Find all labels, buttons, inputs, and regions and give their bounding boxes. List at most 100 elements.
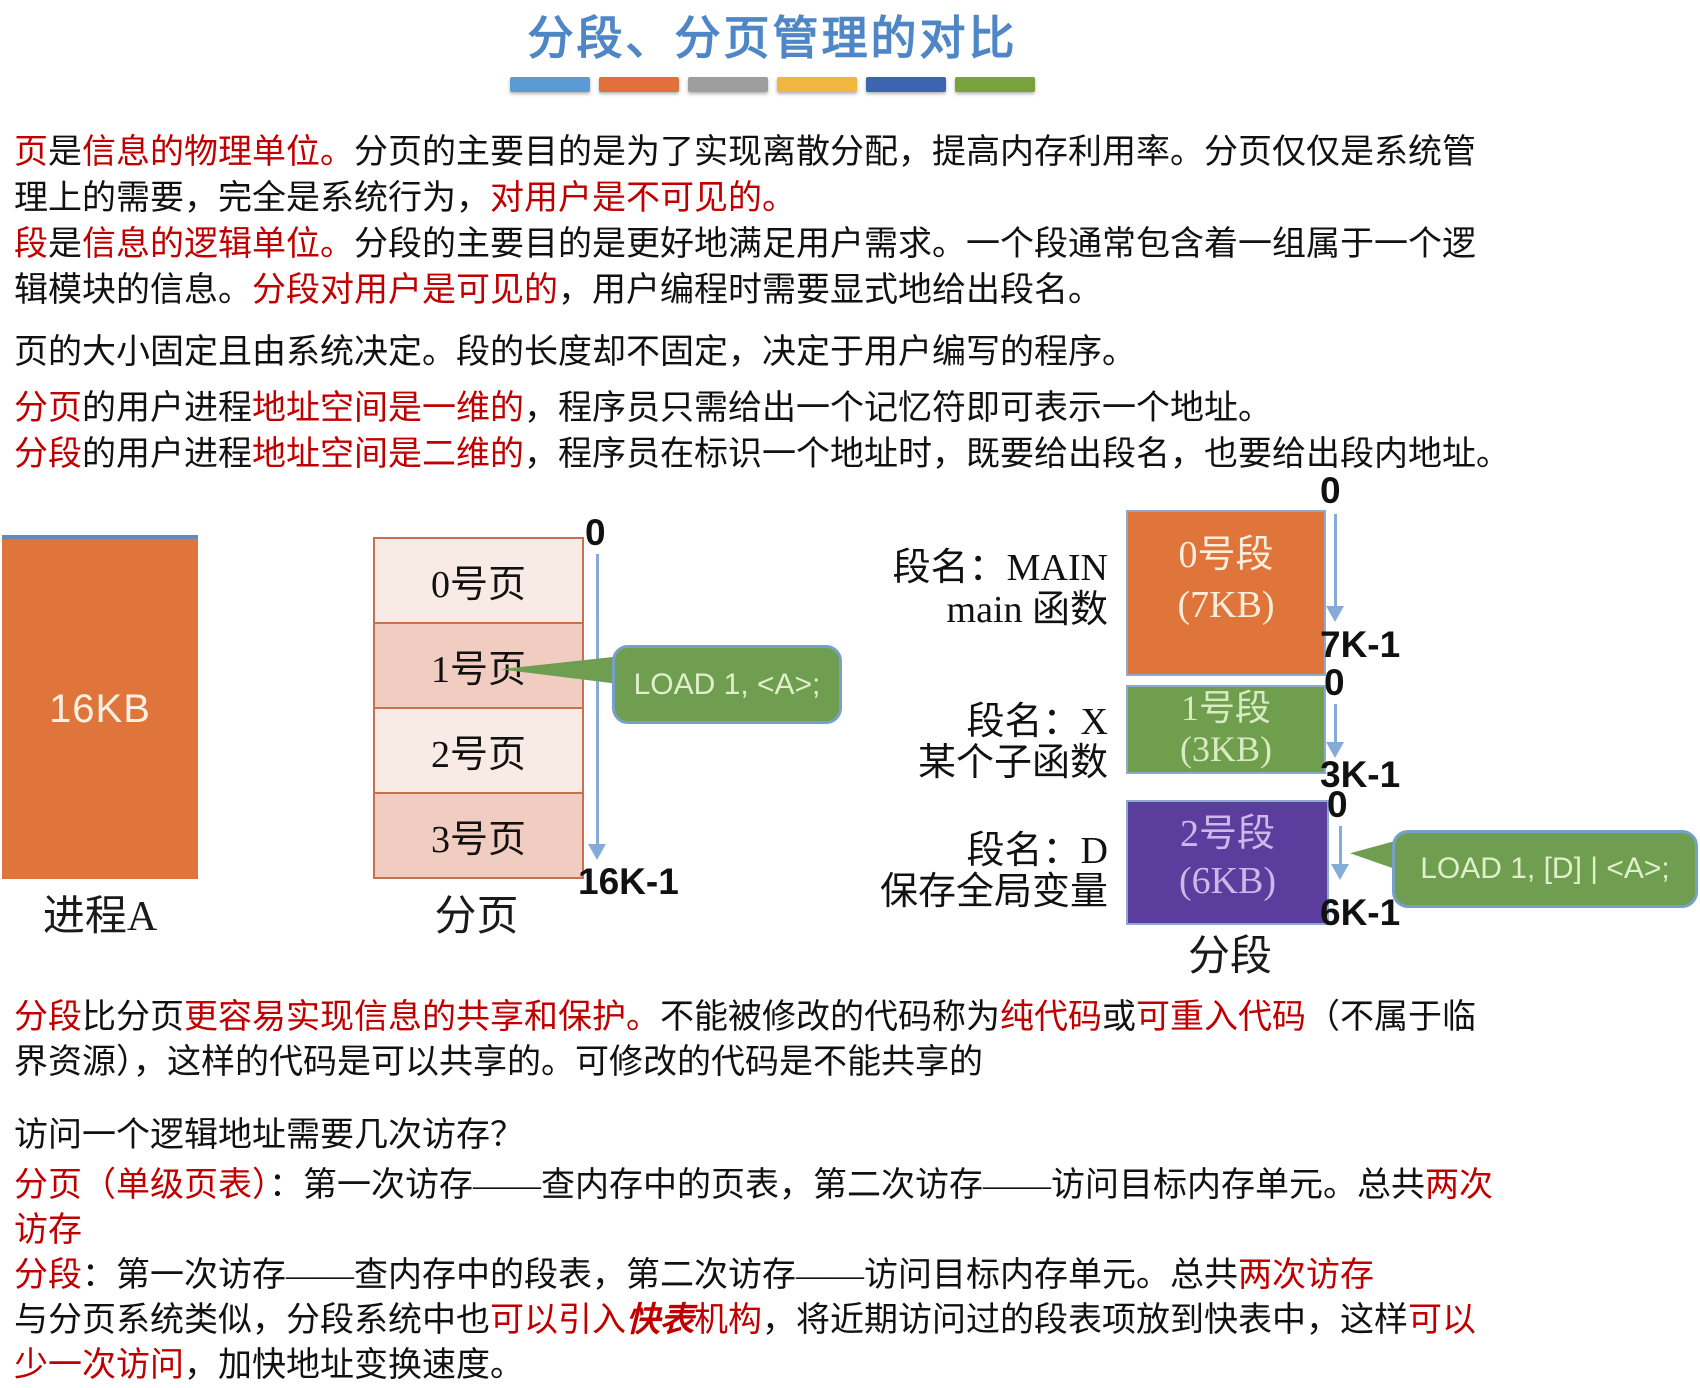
title-decoration-bars <box>0 77 1545 92</box>
text-segment: 两次 <box>1425 1167 1493 1204</box>
text-line: 少一次访问，加快地址变换速度。 <box>14 1343 1694 1388</box>
text-segment: 两次访存 <box>1238 1257 1374 1294</box>
paging-axis-arrow-icon <box>588 844 606 860</box>
segment-desc: main 函数 <box>946 589 1108 631</box>
segment-axis-line <box>1334 514 1337 606</box>
text-segment: 或 <box>1102 999 1136 1036</box>
slide-header: 分段、分页管理的对比 <box>0 2 1545 92</box>
text-segment: 信息的逻辑单位。 <box>82 226 354 263</box>
segment-box-size: (3KB) <box>1180 729 1272 769</box>
text-segment: 辑模块的信息。 <box>14 272 252 309</box>
segment-axis-start: 0 <box>1327 784 1348 825</box>
text-segment: 纯代码 <box>1000 999 1102 1036</box>
text-segment: 访问一个逻辑地址需要几次访存？ <box>14 1117 524 1154</box>
text-line: 页是信息的物理单位。分页的主要目的是为了实现离散分配，提高内存利用率。分页仅仅是… <box>14 130 1694 176</box>
text-segment: 可以 <box>1408 1302 1476 1339</box>
text-segment: 与分页系统类似，分段系统中也 <box>14 1302 490 1339</box>
text-segment: 分段 <box>14 436 82 473</box>
paging-axis-start: 0 <box>585 512 606 553</box>
page-row: 2号页 <box>375 709 582 794</box>
text-segment: 对用户是不可见的。 <box>490 180 796 217</box>
text-segment: 是 <box>48 226 82 263</box>
text-segment: 理上的需要，完全是系统行为， <box>14 180 490 217</box>
decor-bar <box>866 77 946 92</box>
page-table: 0号页 1号页 2号页 3号页 <box>373 537 584 879</box>
segment-axis-arrow-icon <box>1331 864 1349 880</box>
paragraph: 与分页系统类似，分段系统中也可以引入快表机构，将近期访问过的段表项放到快表中，这… <box>14 1298 1694 1388</box>
segment-axis-end: 7K-1 <box>1320 624 1401 665</box>
paging-callout-bubble: LOAD 1, <A>; <box>612 645 842 724</box>
text-line: 访问一个逻辑地址需要几次访存？ <box>14 1113 1694 1158</box>
text-segment: 信息的物理单位。 <box>82 134 354 171</box>
text-line: 界资源），这样的代码是可以共享的。可修改的代码是不能共享的 <box>14 1040 1694 1085</box>
paragraph: 分段比分页更容易实现信息的共享和保护。不能被修改的代码称为纯代码或可重入代码（不… <box>14 995 1694 1085</box>
segmentation-callout-bubble: LOAD 1, [D] | <A>; <box>1392 830 1698 908</box>
text-segment: 分页 <box>14 390 82 427</box>
segmentation-caption: 分段 <box>1187 934 1272 980</box>
text-line: 辑模块的信息。分段对用户是可见的，用户编程时需要显式地给出段名。 <box>14 268 1694 314</box>
paragraph: 分页（单级页表）：第一次访存——查内存中的页表，第二次访存——访问目标内存单元。… <box>14 1163 1694 1253</box>
bottom-text-block: 分段比分页更容易实现信息的共享和保护。不能被修改的代码称为纯代码或可重入代码（不… <box>14 975 1694 1388</box>
text-line: 访存 <box>14 1208 1694 1253</box>
page-row: 1号页 <box>375 624 582 709</box>
text-segment: ：第一次访存——查内存中的页表，第二次访存——访问目标内存单元。总共 <box>269 1167 1425 1204</box>
process-size-label: 16KB <box>49 686 151 731</box>
text-segment: ：第一次访存——查内存中的段表，第二次访存——访问目标内存单元。总共 <box>82 1257 1238 1294</box>
text-line: 段是信息的逻辑单位。分段的主要目的是更好地满足用户需求。一个段通常包含着一组属于… <box>14 222 1694 268</box>
text-segment: 可以引入 <box>490 1302 626 1339</box>
text-segment: 可重入代码 <box>1136 999 1306 1036</box>
segment-name: 段名：X <box>966 701 1108 743</box>
segment-axis-line <box>1334 704 1337 742</box>
text-line: 分段：第一次访存——查内存中的段表，第二次访存——访问目标内存单元。总共两次访存 <box>14 1253 1694 1298</box>
segment-axis-start: 0 <box>1320 470 1341 511</box>
text-segment: ，用户编程时需要显式地给出段名。 <box>558 272 1102 309</box>
segment-box-label: 0号段 <box>1178 534 1274 576</box>
paging-caption: 分页 <box>434 894 519 940</box>
text-segment: 机构 <box>694 1302 762 1339</box>
text-segment: 分页（单级页表） <box>14 1167 269 1204</box>
segment-name: 段名：D <box>966 830 1108 872</box>
text-segment: 分页的主要目的是为了实现离散分配，提高内存利用率。分页仅仅是系统管 <box>354 134 1476 171</box>
text-segment: 界资源），这样的代码是可以共享的。可修改的代码是不能共享的 <box>14 1044 983 1081</box>
top-text-block: 页是 信息的物理单位。分页的主要目的是为了实现离散分配，提高内存利用率。分页仅仅是… <box>14 130 1694 478</box>
text-line: 页的大小固定且由系统决定。段的长度却不固定，决定于用户编写的程序。 <box>14 330 1694 376</box>
text-segment: 的用户进程 <box>82 390 252 427</box>
process-box: 16KB <box>2 535 198 879</box>
paragraph: 分页的用户进程地址空间是一维的，程序员只需给出一个记忆符即可表示一个地址。分段的… <box>14 386 1694 478</box>
text-line: 分页（单级页表）：第一次访存——查内存中的页表，第二次访存——访问目标内存单元。… <box>14 1163 1694 1208</box>
text-segment: 页 <box>14 134 48 171</box>
text-line: 与分页系统类似，分段系统中也可以引入快表机构，将近期访问过的段表项放到快表中，这… <box>14 1298 1694 1343</box>
decor-bar <box>510 77 590 92</box>
segment-axis-start: 0 <box>1324 662 1345 703</box>
text-segment: ，将近期访问过的段表项放到快表中，这样 <box>762 1302 1408 1339</box>
paging-axis-line <box>596 554 599 846</box>
decor-bar <box>777 77 857 92</box>
segment-box-0: 0号段 (7KB) <box>1126 510 1326 676</box>
segment-box-1: 1号段 (3KB) <box>1126 685 1326 774</box>
text-segment: 比分页 <box>82 999 184 1036</box>
text-line: 理上的需要，完全是系统行为，对用户是不可见的。 <box>14 176 1694 222</box>
segment-name: 段名：MAIN <box>892 547 1108 589</box>
segment-axis-end: 3K-1 <box>1320 754 1401 795</box>
text-segment: （不属于临 <box>1306 999 1476 1036</box>
text-segment: 地址空间是一维的 <box>252 390 524 427</box>
process-caption: 进程A <box>42 894 158 940</box>
paging-axis-end: 16K-1 <box>578 861 679 902</box>
page-row: 0号页 <box>375 539 582 624</box>
text-segment: 分段的主要目的是更好地满足用户需求。一个段通常包含着一组属于一个逻 <box>354 226 1476 263</box>
text-segment: ，程序员在标识一个地址时，既要给出段名，也要给出段内地址。 <box>524 436 1510 473</box>
text-segment: 分段 <box>14 1257 82 1294</box>
page-row: 3号页 <box>375 794 582 877</box>
segment-box-2: 2号段 (6KB) <box>1126 800 1329 925</box>
decor-bar <box>688 77 768 92</box>
text-segment: 分段对用户是可见的 <box>252 272 558 309</box>
segment-axis-line <box>1339 826 1342 864</box>
text-segment: 的用户进程 <box>82 436 252 473</box>
text-segment: 更容易实现信息的共享和保护。 <box>184 999 660 1036</box>
segment-box-size: (6KB) <box>1178 860 1277 902</box>
segment-box-label: 2号段 <box>1179 813 1275 855</box>
text-segment: 少一次访问 <box>14 1347 184 1384</box>
text-segment: 快表 <box>626 1302 694 1339</box>
page-title: 分段、分页管理的对比 <box>527 12 1018 64</box>
decor-bar <box>955 77 1035 92</box>
